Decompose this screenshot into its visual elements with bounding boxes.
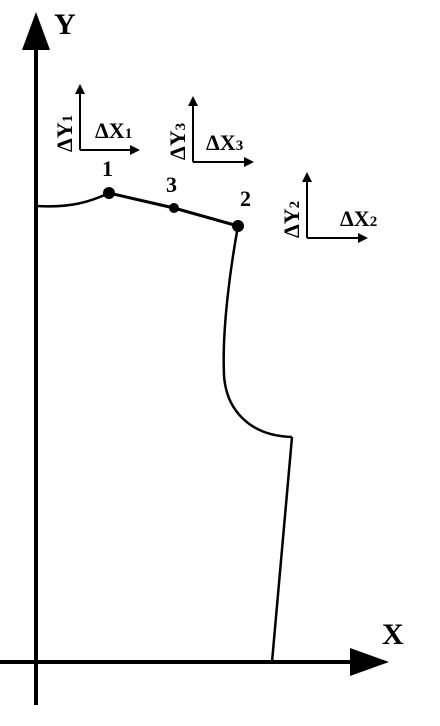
- displacement-marker-2: ΔY2 ΔX2: [279, 172, 377, 243]
- control-points: 1 3 2: [102, 156, 251, 232]
- dy1-label: ΔY1: [52, 115, 77, 152]
- x-axis-arrowhead: [350, 648, 389, 676]
- displacement-marker-1: ΔY1 ΔX1: [52, 84, 140, 155]
- displacement-marker-3: ΔY3 ΔX3: [165, 96, 254, 167]
- armhole-curve: [222, 225, 293, 439]
- x-axis-label: X: [382, 618, 404, 651]
- neck-curve: [35, 191, 110, 208]
- point-3-marker: [169, 203, 179, 213]
- y-axis-arrowhead: [22, 12, 50, 50]
- y-axis-label: Y: [54, 8, 76, 41]
- dx1-label: ΔX1: [95, 118, 132, 143]
- point-2-marker: [232, 220, 244, 232]
- dy2-label: ΔY2: [279, 201, 304, 238]
- dx2-label: ΔX2: [340, 206, 377, 231]
- dy3-label: ΔY3: [165, 123, 190, 160]
- point-1-marker: [103, 187, 115, 199]
- coordinate-axes: Y X: [0, 8, 404, 705]
- point-1-label: 1: [102, 156, 113, 181]
- point-3-label: 3: [166, 172, 177, 197]
- point-2-label: 2: [240, 186, 251, 211]
- side-seam: [270, 436, 294, 663]
- dx3-label: ΔX3: [206, 130, 243, 155]
- pattern-outline: [35, 191, 294, 663]
